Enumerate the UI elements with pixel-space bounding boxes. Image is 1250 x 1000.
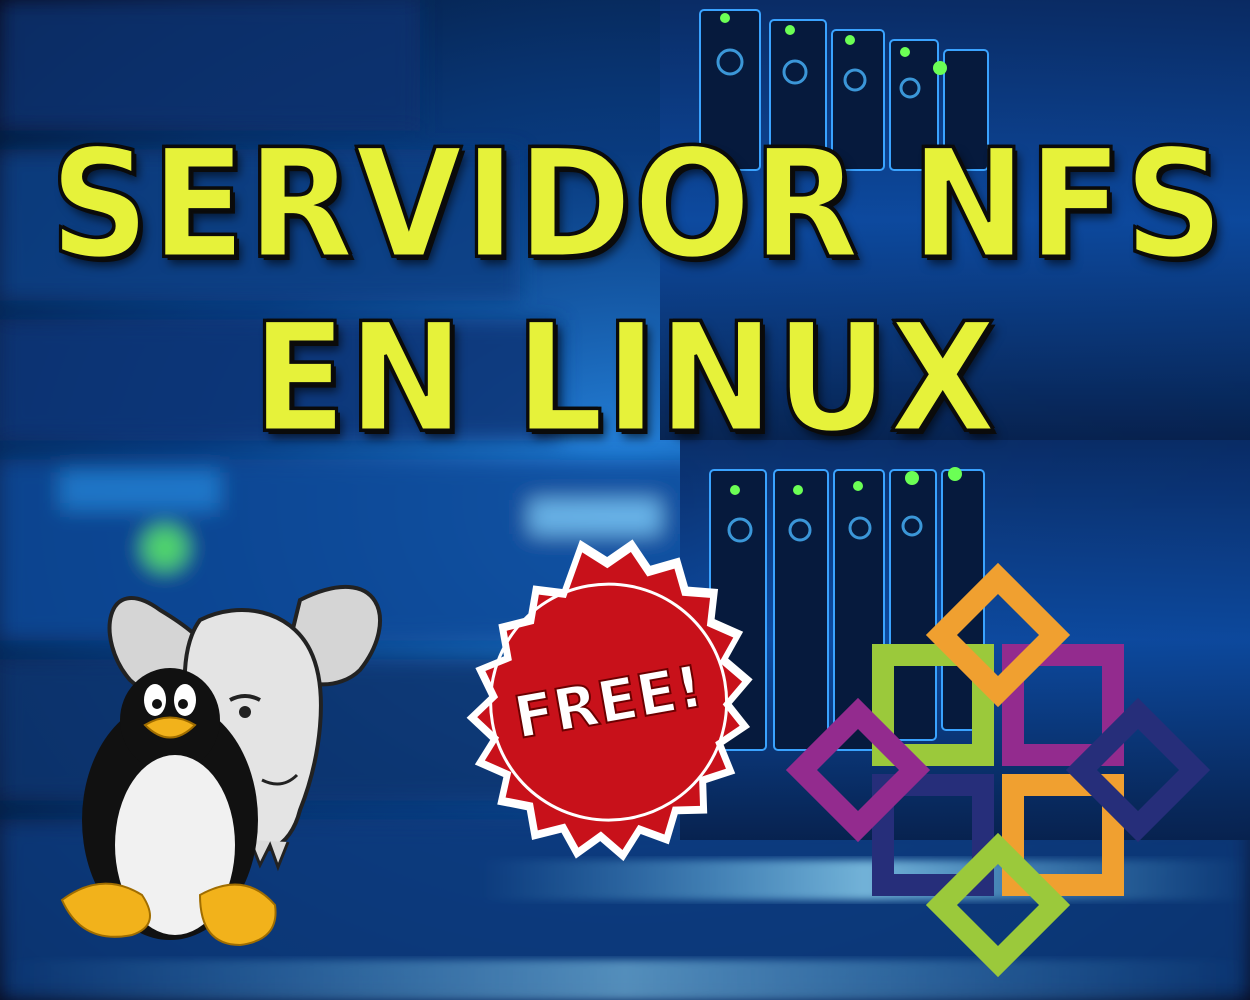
tux-penguin-icon — [60, 668, 277, 947]
title-line-2: EN LINUX — [251, 291, 998, 468]
title-line-1: SERVIDOR NFS — [49, 117, 1226, 294]
centos-logo-icon — [785, 562, 1211, 978]
free-badge: FREE! — [466, 539, 753, 862]
